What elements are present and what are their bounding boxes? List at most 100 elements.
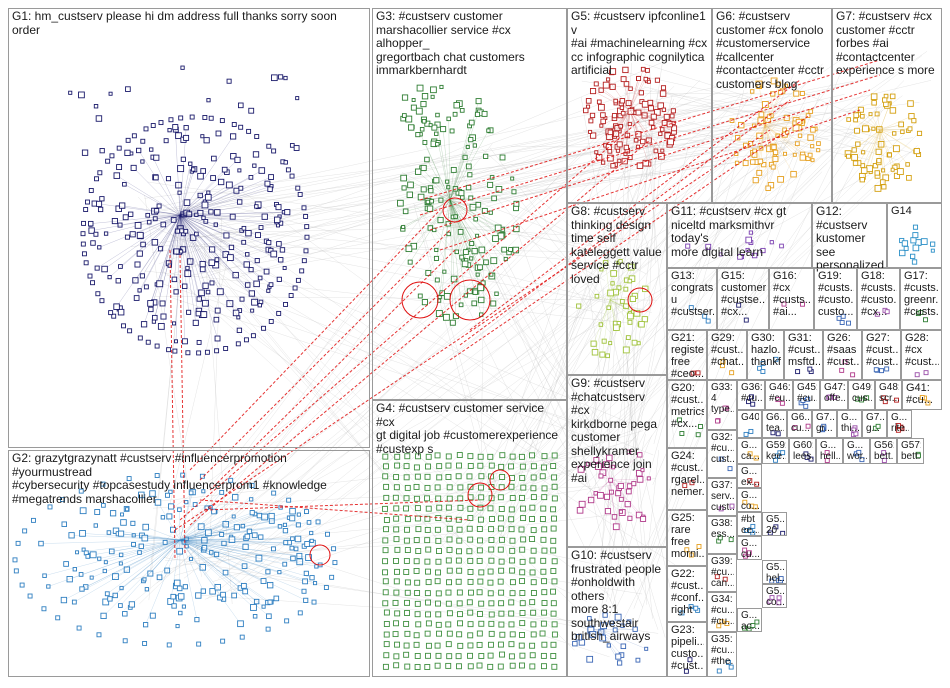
group-label-g13: G13: congrats u #custser... <box>671 270 714 318</box>
graph-node <box>449 128 455 134</box>
graph-node <box>121 323 126 329</box>
group-box-g38: G38: ess... <box>707 516 737 554</box>
graph-node <box>255 232 261 239</box>
group-label-gb: G6... tea... <box>766 412 784 434</box>
group-box-g46: G46: #cu... <box>765 380 793 410</box>
group-label-g28: G28: #cx #cust... <box>905 332 939 368</box>
graph-node <box>245 229 252 237</box>
graph-node <box>228 477 234 483</box>
cluster-edge <box>154 214 181 318</box>
graph-node <box>478 296 485 304</box>
graph-node <box>258 167 266 174</box>
cluster-edge <box>179 189 271 216</box>
cluster-edge <box>179 539 306 601</box>
graph-node <box>191 167 196 172</box>
edge-line <box>778 108 864 140</box>
group-label-g47: G47: offe... <box>824 382 845 404</box>
graph-node <box>209 280 215 286</box>
graph-node <box>446 185 451 190</box>
graph-node <box>172 321 177 326</box>
edge-line <box>151 149 820 253</box>
cluster-edge <box>179 214 281 260</box>
graph-node <box>214 583 221 591</box>
edge-line <box>183 232 605 314</box>
graph-node <box>142 622 149 628</box>
cluster-edge <box>179 214 203 265</box>
cluster-edge <box>431 199 451 202</box>
graph-node <box>204 529 212 537</box>
graph-node <box>253 280 260 288</box>
graph-node <box>78 572 84 577</box>
graph-node <box>240 523 246 529</box>
graph-node <box>254 134 260 139</box>
cluster-edge <box>163 214 181 317</box>
graph-node <box>223 232 230 239</box>
graph-node <box>248 267 254 273</box>
graph-node <box>268 318 274 324</box>
graph-node <box>251 532 258 539</box>
graph-node <box>202 299 209 307</box>
graph-node <box>119 202 126 209</box>
group-label-g19: G19: #custs... #custo... custo... <box>818 270 854 318</box>
graph-node <box>185 350 191 356</box>
graph-node <box>261 604 266 609</box>
group-label-g40: G40: <box>741 412 759 423</box>
cluster-edge <box>179 214 259 236</box>
edge-line <box>147 181 632 252</box>
group-label-g16: G16: #cx #custs... #ai... <box>773 270 811 318</box>
graph-node <box>440 126 447 133</box>
cluster-edge <box>449 199 503 230</box>
group-label-g41: G41: #cu... <box>906 382 933 406</box>
graph-node <box>208 209 214 215</box>
cluster-edge <box>179 539 305 547</box>
cluster-edge <box>135 214 181 281</box>
edge-line <box>462 155 696 536</box>
graph-node <box>206 98 211 103</box>
edge-line <box>751 58 843 121</box>
graph-node <box>208 259 216 266</box>
graph-node <box>405 245 413 253</box>
graph-node <box>267 186 273 192</box>
graph-node <box>232 271 239 279</box>
cluster-edge <box>99 214 181 248</box>
graph-node <box>475 272 480 277</box>
group-box-g5: G5: #custserv ipfconline1 v #ai #machine… <box>567 8 712 203</box>
graph-node <box>183 125 189 131</box>
group-label-g46: G46: #cu... <box>769 382 790 404</box>
cluster-edge <box>430 199 451 229</box>
group-box-g17: G17: #custs... greenr... #custs... <box>900 268 942 330</box>
cluster-edge <box>449 169 454 201</box>
cluster-edge <box>179 214 216 266</box>
edge-line <box>421 227 498 487</box>
graph-node <box>232 309 240 317</box>
graph-node <box>473 216 478 222</box>
edge-line <box>439 343 598 544</box>
cluster-edge <box>127 214 181 238</box>
graph-node <box>511 189 517 195</box>
group-label-g20: G20: #cust... metrics #cx... <box>671 382 704 430</box>
cluster-edge <box>99 203 181 216</box>
graph-node <box>237 620 244 628</box>
graph-node <box>111 313 117 319</box>
graph-node <box>127 328 133 334</box>
graph-node <box>225 181 233 189</box>
graph-node <box>446 231 451 237</box>
cluster-edge <box>169 214 181 266</box>
cluster-edge <box>179 176 272 216</box>
graph-node <box>495 186 503 193</box>
group-box-g29: G29: #cust... #chat... <box>707 330 747 380</box>
group-box-gj: G... wor... <box>843 438 870 464</box>
group-label-ga: G... ca... <box>741 440 759 462</box>
cluster-edge <box>179 532 209 541</box>
graph-node <box>203 219 209 224</box>
cluster-edge <box>179 539 300 557</box>
group-box-g14: G14 <box>887 203 942 268</box>
cluster-edge <box>81 539 181 590</box>
cluster-edge <box>418 171 451 201</box>
graph-node <box>303 214 309 219</box>
graph-node <box>462 154 468 160</box>
group-box-g30: G30: hazlo... thankf... <box>747 330 784 380</box>
graph-node <box>154 473 160 478</box>
graph-node <box>163 138 169 144</box>
graph-node <box>295 96 300 101</box>
